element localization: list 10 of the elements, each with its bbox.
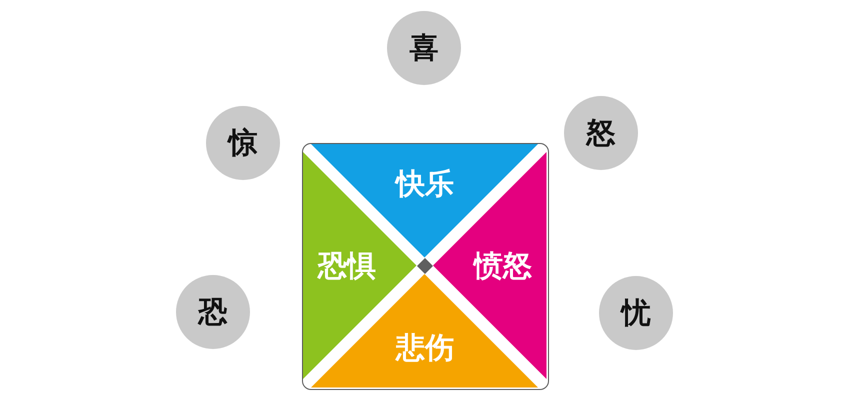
emotion-label: 忧 — [622, 298, 650, 328]
emotion-label: 惊 — [228, 128, 258, 158]
square-frame — [302, 143, 549, 390]
emotion-label: 喜 — [410, 34, 438, 62]
emotion-label: 怒 — [586, 118, 616, 148]
emotion-label: 悲伤 — [396, 333, 454, 362]
emotion-label: 快乐 — [396, 170, 454, 198]
emotion-label: 恐惧 — [318, 251, 376, 280]
emotion-label: 愤怒 — [474, 251, 532, 280]
emotion-label: 恐 — [198, 298, 228, 326]
